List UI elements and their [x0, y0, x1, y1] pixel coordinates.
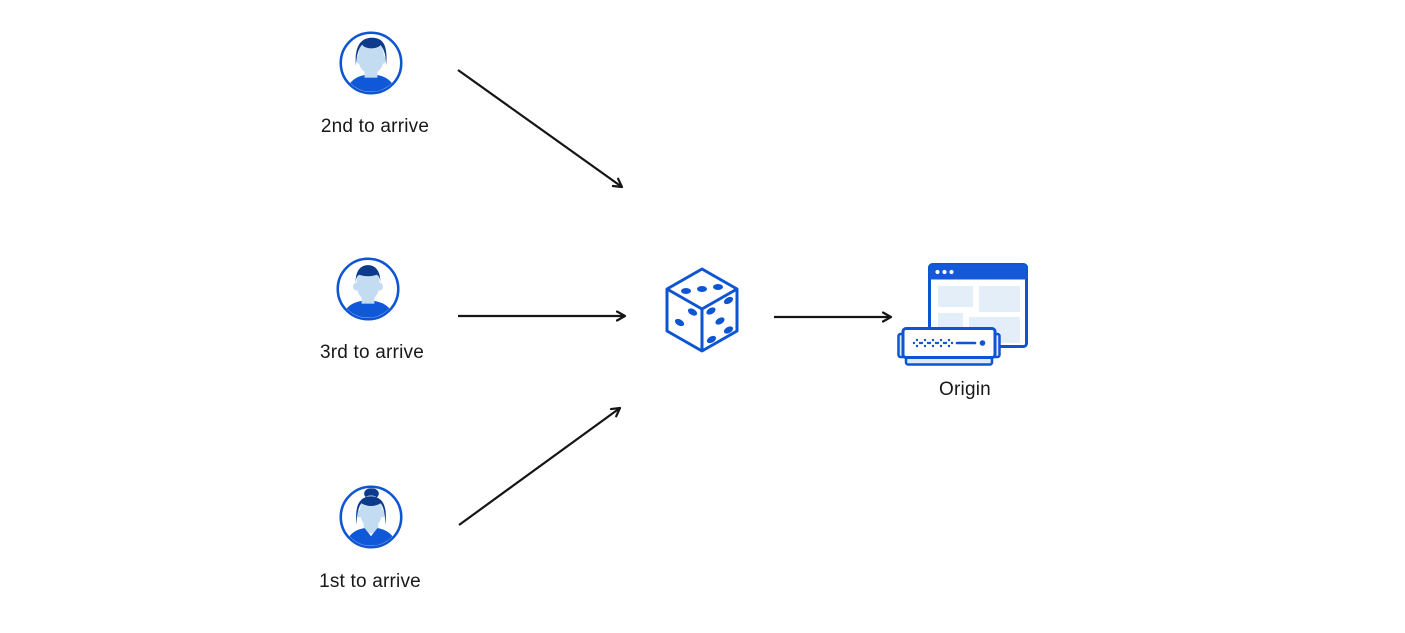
person-male-crew-cut-avatar: [336, 257, 400, 321]
server-led-dot: [979, 340, 986, 346]
dice-pips: [674, 284, 734, 344]
client-label-middle: 3rd to arrive: [320, 342, 424, 363]
arrow-client-top-to-dice: [457, 69, 622, 187]
window-control-dots: [935, 269, 954, 275]
server-vent-dots: [912, 338, 954, 348]
person-male-swept-hair-avatar: [339, 31, 403, 95]
arrow-client-bottom-to-dice: [458, 408, 620, 526]
origin-label: Origin: [939, 379, 991, 400]
person-female-bun-avatar: [339, 485, 403, 549]
client-label-top: 2nd to arrive: [320, 116, 430, 137]
server-icon: [897, 327, 1001, 366]
client-label-bottom: 1st to arrive: [319, 571, 421, 592]
dice-icon: [665, 267, 739, 353]
